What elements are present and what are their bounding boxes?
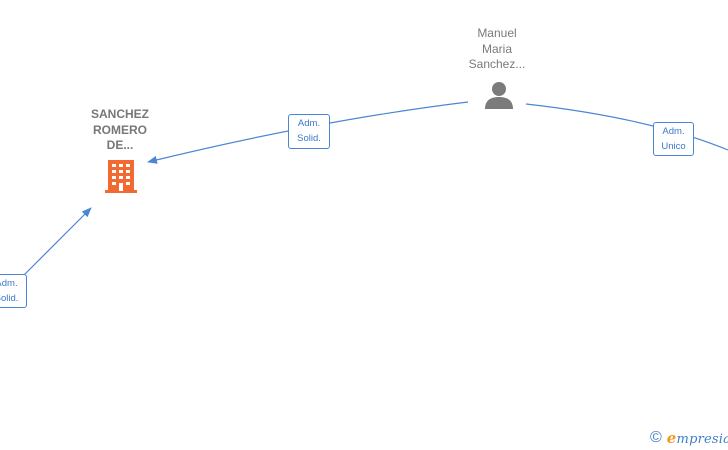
- company-name-line-3: DE...: [106, 138, 134, 152]
- edge-label-adm-solid[interactable]: Adm. Solid.: [288, 114, 330, 149]
- person-icon[interactable]: [484, 80, 514, 110]
- company-node-label[interactable]: SANCHEZ ROMERO DE...: [75, 107, 165, 154]
- person-name-line-3: Sanchez...: [468, 57, 526, 71]
- edge-left-to-company: [23, 207, 92, 276]
- edge-label-adm-solid-left[interactable]: Adm. Solid.: [0, 274, 27, 308]
- person-node-label[interactable]: Manuel Maria Sanchez...: [457, 26, 537, 73]
- edge-label-adm-unico[interactable]: Adm. Unico: [653, 122, 694, 156]
- company-name-line-2: ROMERO: [93, 122, 147, 137]
- copyright-icon: ©: [650, 429, 662, 446]
- empresia-watermark: © empresia: [650, 428, 728, 448]
- company-name-line-1: SANCHEZ: [90, 107, 149, 121]
- person-name-line-2: Maria: [481, 41, 512, 56]
- building-icon[interactable]: [104, 158, 138, 194]
- person-name-line-1: Manuel: [477, 26, 517, 40]
- brand-name: empresia: [666, 429, 728, 447]
- edge-person-to-right: [525, 103, 728, 151]
